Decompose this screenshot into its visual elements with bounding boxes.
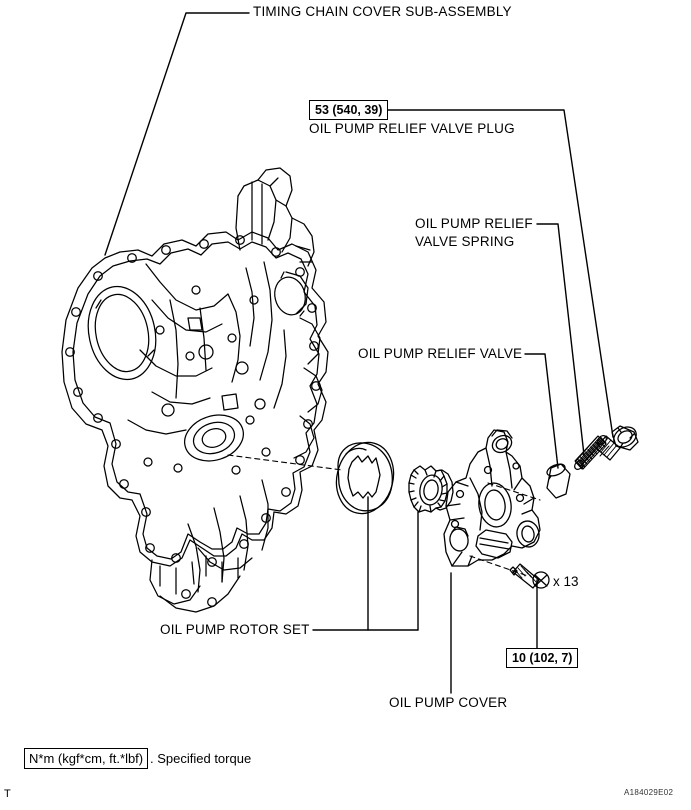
figure-id: A184029E02 <box>624 788 674 797</box>
leader-relief-valve-plug <box>385 109 614 438</box>
leader-timing-chain-cover <box>104 12 250 256</box>
oil-pump-cover-bolt-part <box>509 563 550 589</box>
torque-spec-relief-valve-plug: 53 (540, 39) <box>309 100 389 120</box>
leader-relief-valve <box>524 353 559 469</box>
leader-rotor-set <box>312 496 419 631</box>
timing-chain-cover-part <box>61 167 329 613</box>
legend-torque-note: . Specified torque <box>150 751 252 766</box>
label-oil-pump-relief-valve-plug: OIL PUMP RELIEF VALVE PLUG <box>309 121 515 136</box>
oil-pump-relief-valve-spring-part <box>574 435 607 470</box>
oil-pump-relief-valve-part <box>546 463 571 499</box>
legend-torque-units-box: N*m (kgf*cm, ft.*lbf) <box>24 748 149 769</box>
torque-spec-cover-bolt: 10 (102, 7) <box>506 648 579 668</box>
assembly-axis-dashed <box>227 454 541 577</box>
label-oil-pump-relief-valve-spring-line1: OIL PUMP RELIEF <box>415 216 533 231</box>
oil-pump-outer-rotor <box>335 441 395 515</box>
oil-pump-inner-rotor <box>408 465 454 513</box>
label-timing-chain-cover: TIMING CHAIN COVER SUB-ASSEMBLY <box>253 4 512 19</box>
label-oil-pump-rotor-set: OIL PUMP ROTOR SET <box>160 622 310 637</box>
corner-mark: T <box>4 788 11 800</box>
label-oil-pump-cover: OIL PUMP COVER <box>389 695 508 710</box>
oil-pump-relief-valve-plug-part <box>595 425 639 461</box>
label-bolt-quantity: x 13 <box>553 574 579 589</box>
label-oil-pump-relief-valve: OIL PUMP RELIEF VALVE <box>358 346 523 361</box>
oil-pump-cover-part <box>443 429 541 567</box>
label-oil-pump-relief-valve-spring-line2: VALVE SPRING <box>415 234 515 249</box>
leader-relief-valve-spring <box>536 223 585 456</box>
